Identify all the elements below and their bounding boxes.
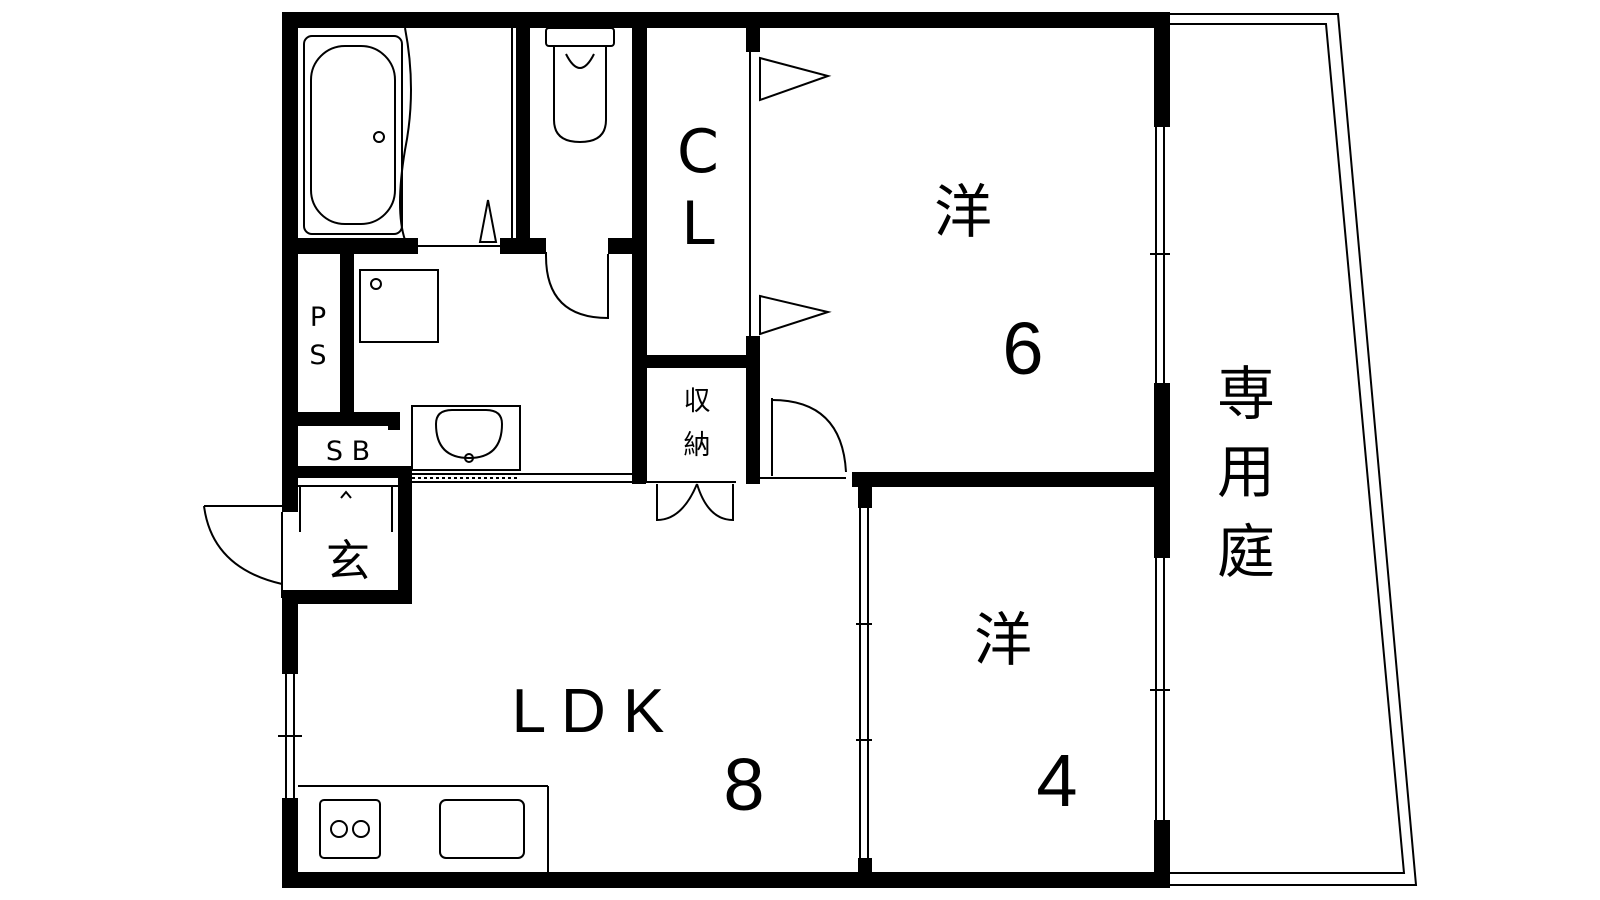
labels: C L 洋 6 洋 4 専 用 庭 P S 収 納 S B 玄 L D K 8 xyxy=(309,117,1275,826)
storage-label-1: 収 xyxy=(684,386,711,417)
garden-outline xyxy=(1168,13,1418,886)
ps-label-p: P xyxy=(310,302,326,333)
room-6-size: 6 xyxy=(1002,307,1043,390)
room-4-name: 洋 xyxy=(974,606,1032,674)
storage-label-2: 納 xyxy=(684,430,711,461)
room-4-size: 4 xyxy=(1036,739,1077,822)
room-6-name: 洋 xyxy=(934,178,992,246)
fixtures xyxy=(203,27,1170,872)
ps-label-s: S xyxy=(309,340,326,371)
closet-label-l: L xyxy=(681,189,715,259)
garden-label-1: 専 xyxy=(1217,360,1275,428)
shoe-box-label: S B xyxy=(326,436,370,467)
ldk-label: L D K xyxy=(512,677,665,746)
walls xyxy=(282,12,1170,888)
garden-label-2: 用 xyxy=(1217,438,1275,506)
ldk-size: 8 xyxy=(723,743,764,826)
entrance-label: 玄 xyxy=(326,536,370,587)
closet-label-c: C xyxy=(677,117,719,187)
garden-label-3: 庭 xyxy=(1217,518,1275,586)
